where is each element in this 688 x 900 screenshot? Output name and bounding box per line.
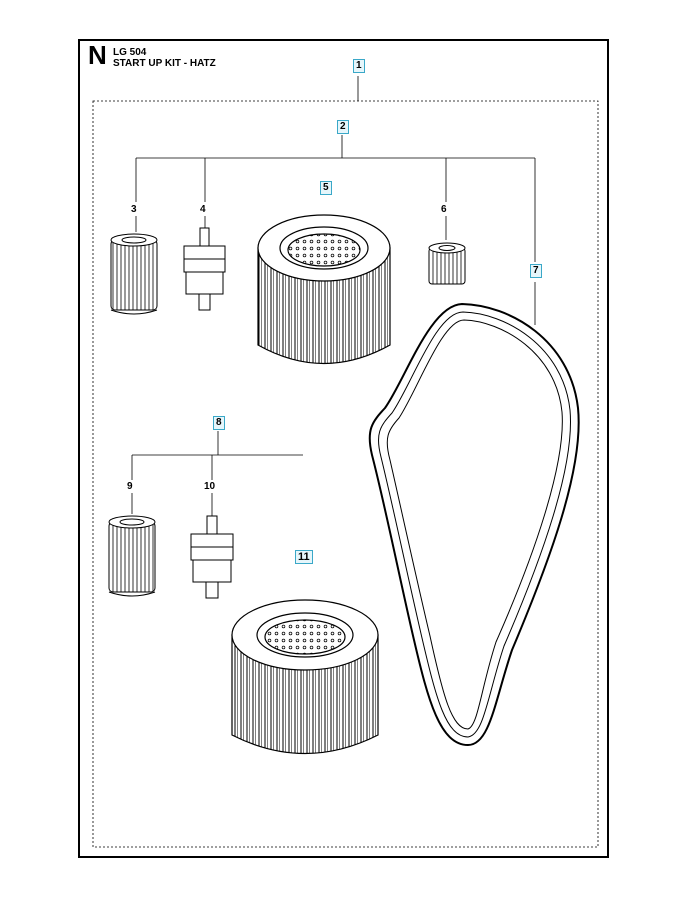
callout-2[interactable]: 2 xyxy=(337,120,349,134)
part-3-filter-cartridge xyxy=(110,233,158,315)
callout-11[interactable]: 11 xyxy=(295,550,313,564)
callout-4[interactable]: 4 xyxy=(200,204,206,215)
part-7-v-belt xyxy=(368,302,580,747)
callout-8[interactable]: 8 xyxy=(213,416,225,430)
section-letter: N xyxy=(88,40,107,70)
callout-6[interactable]: 6 xyxy=(441,204,447,215)
kit-boundary xyxy=(92,100,599,848)
callout-3[interactable]: 3 xyxy=(131,204,137,215)
callout-9[interactable]: 9 xyxy=(127,481,133,492)
callout-5[interactable]: 5 xyxy=(320,181,332,195)
model-label: LG 504 xyxy=(113,47,147,58)
callout-7[interactable]: 7 xyxy=(530,264,542,278)
leader-lines xyxy=(131,76,536,516)
callout-10[interactable]: 10 xyxy=(204,481,216,492)
kit-title: START UP KIT - HATZ xyxy=(113,58,216,69)
part-9-filter-cartridge xyxy=(108,515,156,597)
part-11-air-filter xyxy=(231,599,379,754)
part-5-air-filter xyxy=(257,214,391,364)
part-4-inline-fuel-filter xyxy=(183,227,226,311)
part-10-inline-fuel-filter xyxy=(190,515,234,599)
part-6-small-filter xyxy=(428,242,466,285)
callout-1[interactable]: 1 xyxy=(353,59,365,73)
diagram-frame xyxy=(78,39,609,858)
